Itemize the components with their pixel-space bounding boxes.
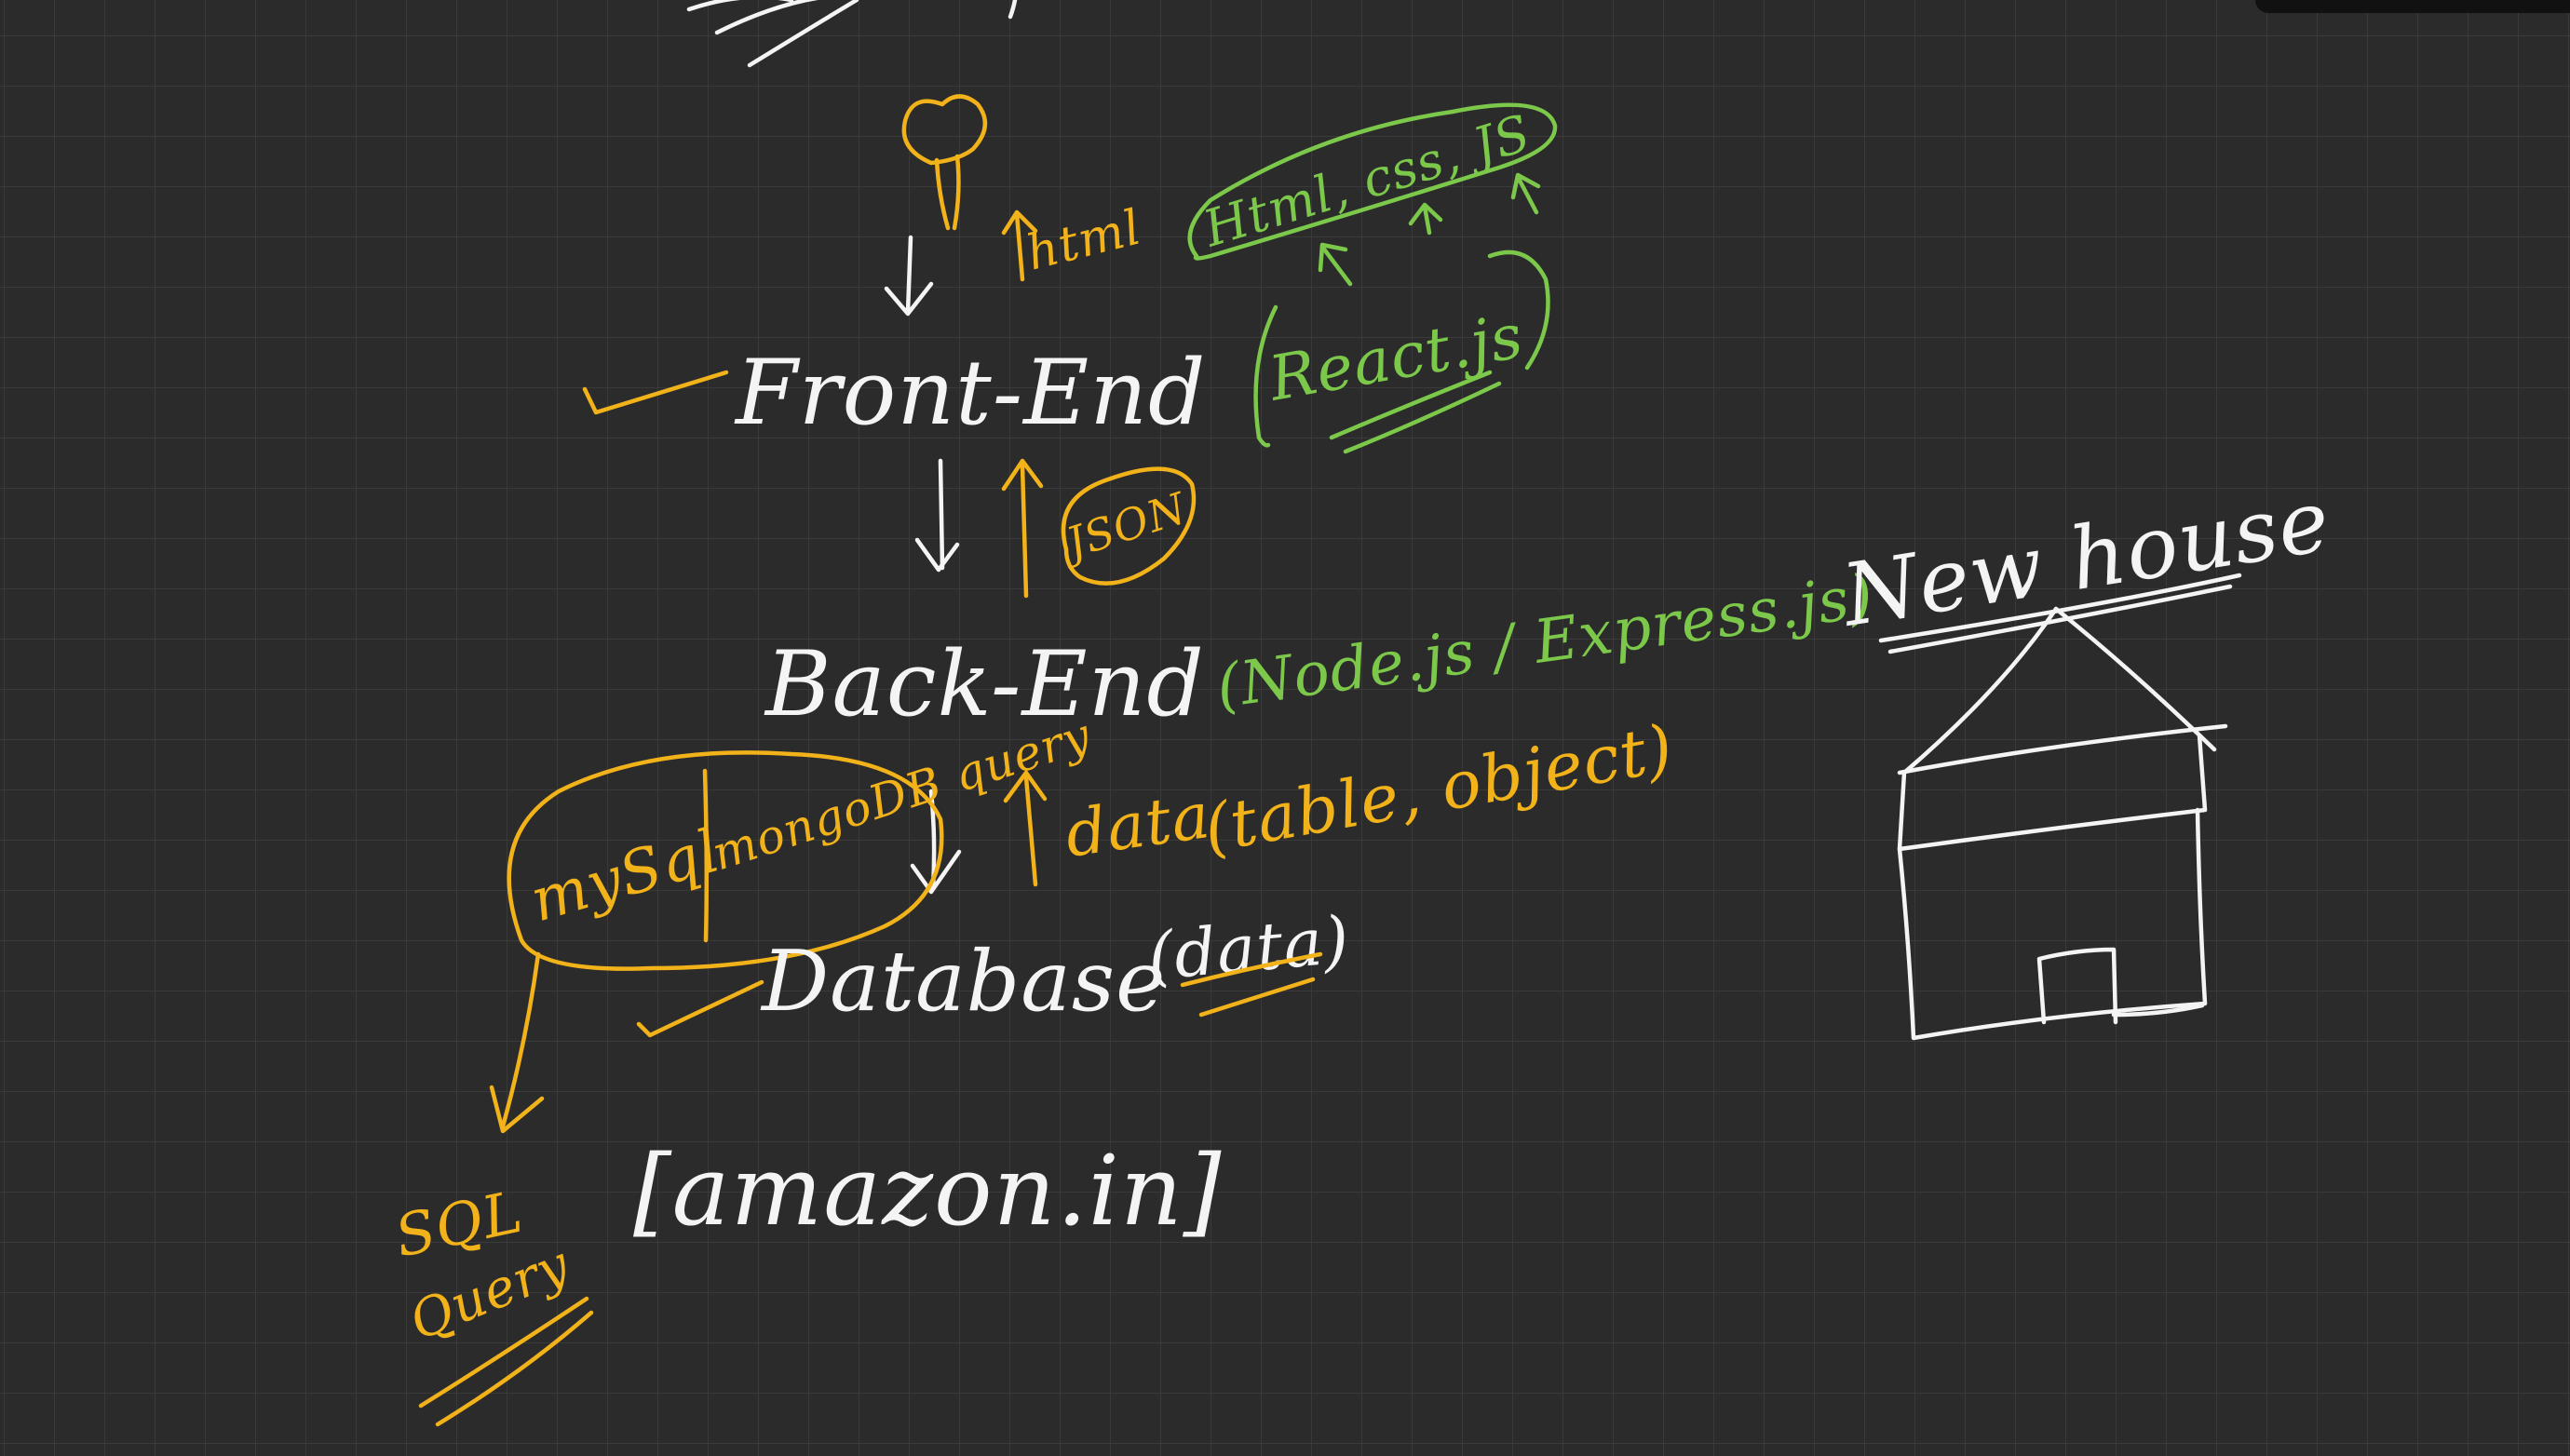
frontend-tick (582, 370, 729, 415)
json-bubble (1061, 466, 1197, 586)
query-underline (418, 1296, 594, 1427)
amazon-example-label: [amazon.in] (633, 1134, 1222, 1247)
sql-arrow (489, 951, 545, 1134)
user-icon (901, 94, 987, 231)
data-up-arrow (1003, 770, 1048, 887)
database-note: (data) (1144, 901, 1352, 995)
db-options-oval (507, 750, 944, 971)
top-scribble (686, 0, 1018, 68)
database-tick (636, 979, 764, 1038)
html-up-arrow (1001, 209, 1038, 282)
react-bracket (1253, 249, 1550, 454)
back-end-label: Back-End (764, 632, 1205, 736)
database-label: Database (760, 933, 1166, 1031)
data-underline (1180, 951, 1323, 1018)
house-drawing (1878, 573, 2242, 1041)
arrow-user-to-frontend (884, 235, 934, 317)
toolbar-edge (2255, 0, 2570, 13)
front-end-label: Front-End (734, 341, 1207, 445)
request-down-arrow (914, 458, 960, 573)
react-to-languages-arrows (1318, 172, 1541, 287)
languages-oval (1187, 102, 1558, 261)
json-up-arrow (1001, 458, 1044, 599)
